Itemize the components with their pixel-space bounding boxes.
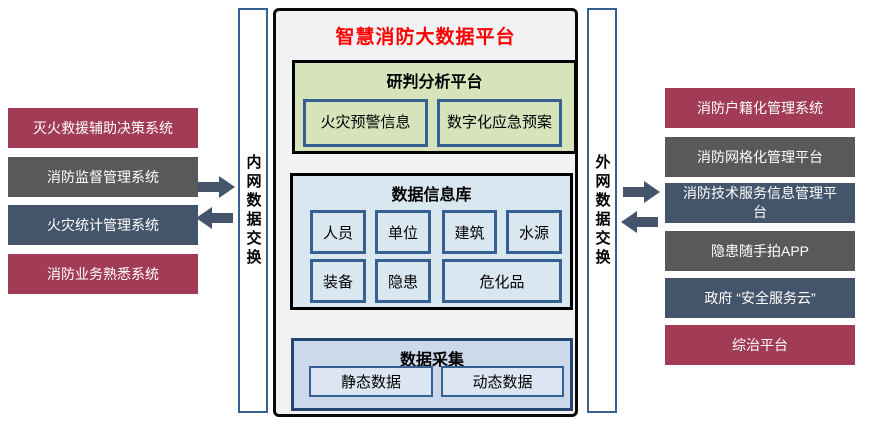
- left-system-fire-rescue-decision: 灭火救援辅助决策系统: [8, 108, 198, 148]
- left-system-fire-statistics: 火灾统计管理系统: [8, 205, 198, 245]
- platform-title: 智慧消防大数据平台: [335, 27, 516, 48]
- left-system-business-familiarity: 消防业务熟悉系统: [8, 254, 198, 294]
- collection-item-static-data: 静态数据: [309, 366, 433, 397]
- db-item-hazardous-chemicals: 危化品: [442, 259, 562, 303]
- left-system-supervision-mgmt: 消防监督管理系统: [8, 157, 198, 197]
- db-item-hazards: 隐患: [375, 259, 431, 303]
- analysis-item-digital-emergency-plan: 数字化应急预案: [437, 99, 562, 147]
- db-item-equipment: 装备: [310, 259, 366, 303]
- arrow-left-icon: [196, 207, 233, 234]
- section-collection-title: 数据采集: [399, 352, 464, 369]
- platform-container: 智慧消防大数据平台 研判分析平台 火灾预警信息 数字化应急预案 数据信息库 人员…: [273, 8, 578, 417]
- right-system-hazard-snapshot-app: 隐患随手拍APP: [665, 231, 855, 271]
- right-system-comprehensive-governance: 综治平台: [665, 325, 855, 365]
- right-system-grid-management: 消防网格化管理平台: [665, 137, 855, 177]
- db-item-water-sources: 水源: [506, 210, 562, 254]
- arrow-right-icon: [623, 181, 660, 208]
- db-item-personnel: 人员: [310, 210, 366, 254]
- section-data-collection: 数据采集 静态数据 动态数据: [291, 338, 573, 411]
- arrow-right-icon: [198, 176, 235, 203]
- analysis-item-fire-warning: 火灾预警信息: [303, 99, 428, 147]
- extranet-exchange-bar: 外网数据交换: [587, 8, 617, 413]
- section-analysis-title: 研判分析平台: [386, 74, 483, 91]
- section-data-repository: 数据信息库 人员 单位 建筑 水源 装备 隐患 危化品: [290, 173, 573, 310]
- extranet-exchange-label: 外网数据交换: [593, 153, 611, 268]
- arrow-left-icon: [621, 211, 658, 238]
- right-system-technical-service-info: 消防技术服务信息管理平台: [665, 183, 855, 223]
- db-item-buildings: 建筑: [442, 210, 497, 254]
- db-item-units: 单位: [375, 210, 431, 254]
- right-system-gov-safety-cloud: 政府 “安全服务云”: [665, 278, 855, 318]
- intranet-exchange-label: 内网数据交换: [244, 153, 262, 268]
- right-system-household-registration: 消防户籍化管理系统: [665, 88, 855, 128]
- section-database-title: 数据信息库: [391, 187, 472, 204]
- intranet-exchange-bar: 内网数据交换: [238, 8, 268, 413]
- collection-item-dynamic-data: 动态数据: [441, 366, 564, 397]
- section-analysis-platform: 研判分析平台 火灾预警信息 数字化应急预案: [292, 60, 577, 154]
